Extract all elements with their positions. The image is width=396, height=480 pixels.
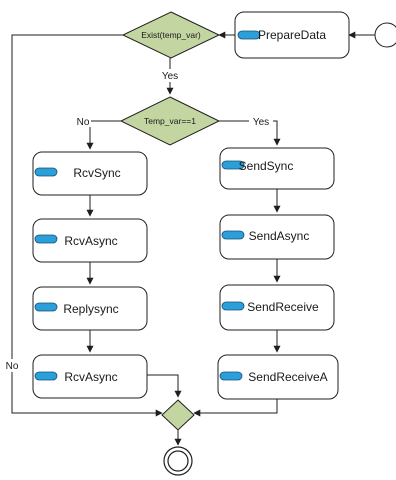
- temp-yes-label-bg: [249, 115, 273, 127]
- exist-no-label: No: [6, 361, 19, 372]
- initial-node-icon: [374, 22, 396, 48]
- send-async-action[interactable]: SendAsync: [219, 214, 335, 260]
- exist-decision[interactable]: Exist(temp_var): [121, 11, 221, 59]
- edge-sendreceivea-to-merge: [193, 399, 278, 417]
- temp-var-decision-label: Temp_var==1: [144, 116, 196, 126]
- rcv-sync-label: RcvSync: [73, 166, 120, 180]
- send-sync-label: SendSync: [239, 159, 294, 173]
- capsule-icon: [219, 371, 243, 381]
- prepare-data-label: PrepareData: [258, 28, 326, 42]
- final-node-icon: [163, 446, 193, 476]
- capsule-icon: [34, 302, 58, 312]
- prepare-data-action[interactable]: PrepareData: [234, 11, 350, 59]
- reply-sync-action[interactable]: Replysync: [32, 286, 148, 331]
- reply-sync-label: Replysync: [63, 302, 118, 316]
- rcv-async-2-label: RcvAsync: [64, 370, 117, 384]
- merge-node[interactable]: [161, 399, 195, 431]
- temp-no-label-bg: [75, 115, 91, 127]
- send-async-label: SendAsync: [249, 229, 310, 243]
- capsule-icon: [34, 167, 58, 177]
- send-receive-a-action[interactable]: SendReceiveA: [217, 354, 339, 400]
- rcv-async-action[interactable]: RcvAsync: [32, 218, 148, 263]
- rcv-async-2-action[interactable]: RcvAsync: [32, 354, 148, 399]
- capsule-icon: [34, 234, 58, 244]
- exist-yes-label-bg: [158, 69, 182, 82]
- send-receive-label: SendReceive: [247, 300, 319, 314]
- temp-yes-label: Yes: [253, 117, 269, 128]
- rcv-sync-action[interactable]: RcvSync: [32, 151, 148, 196]
- rcv-async-label: RcvAsync: [64, 234, 117, 248]
- edge-rcvasync-to-merge: [147, 374, 182, 398]
- exist-decision-label: Exist(temp_var): [141, 30, 201, 40]
- capsule-icon: [34, 371, 58, 381]
- edge-temp-no: [86, 120, 121, 150]
- send-receive-a-label: SendReceiveA: [248, 370, 327, 384]
- capsule-icon: [221, 160, 245, 170]
- temp-var-decision[interactable]: Temp_var==1: [119, 96, 221, 146]
- edge-temp-yes: [219, 120, 281, 146]
- exist-no-label-bg: [4, 359, 20, 372]
- edge-exist-no: [11, 34, 163, 417]
- capsule-icon: [237, 30, 261, 40]
- exist-yes-label: Yes: [162, 71, 178, 82]
- send-sync-action[interactable]: SendSync: [219, 147, 335, 190]
- capsule-icon: [221, 301, 245, 311]
- capsule-icon: [221, 230, 245, 240]
- temp-no-label: No: [77, 117, 90, 128]
- send-receive-action[interactable]: SendReceive: [219, 284, 335, 331]
